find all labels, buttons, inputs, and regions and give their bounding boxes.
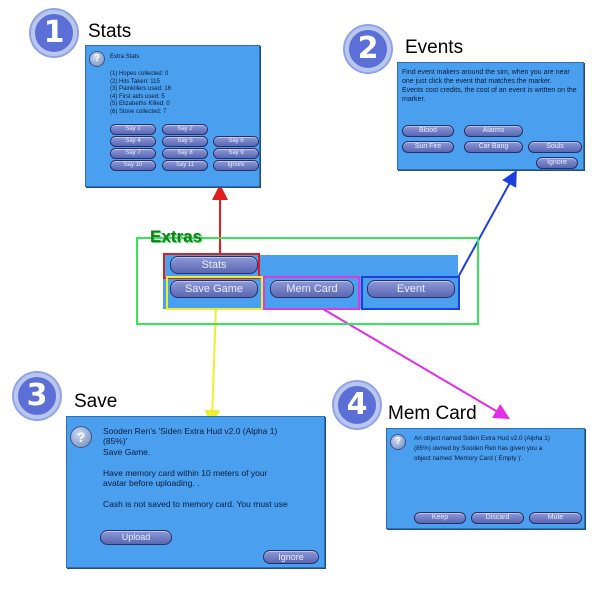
stats-line: (4) First aids used: 5 bbox=[110, 93, 165, 100]
mute-button[interactable]: Mute bbox=[529, 512, 582, 524]
stats-line: (3) Painkillers used: 16 bbox=[110, 86, 172, 93]
save-dialog-text: Sooden Ren's 'Siden Extra Hud v2.0 (Alph… bbox=[103, 426, 288, 509]
souls-button[interactable]: Souls bbox=[528, 141, 582, 153]
step-2-badge: 2 bbox=[345, 26, 391, 72]
step-3-badge: 3 bbox=[14, 373, 60, 419]
event-button[interactable]: Event bbox=[367, 280, 455, 298]
events-ignore-button[interactable]: Ignore bbox=[536, 157, 578, 169]
question-icon: ? bbox=[390, 434, 406, 450]
say-4-button[interactable]: Say 4 bbox=[110, 136, 156, 147]
say-9-button[interactable]: Say 9 bbox=[213, 148, 259, 159]
mem-card-section-title: Mem Card bbox=[388, 403, 477, 424]
step-1-badge: 1 bbox=[31, 10, 77, 56]
say-7-button[interactable]: Say 7 bbox=[110, 148, 156, 159]
say-8-button[interactable]: Say 8 bbox=[162, 148, 208, 159]
discard-button[interactable]: Discard bbox=[471, 512, 524, 524]
mem-card-dialog-text: An object named Siden Extra Hud v2.0 (Al… bbox=[414, 435, 550, 462]
mem-card-button[interactable]: Mem Card bbox=[270, 280, 354, 298]
question-icon: ? bbox=[89, 51, 105, 67]
stats-line: (1) Hopes collected: 0 bbox=[110, 71, 169, 77]
stats-line: (6) Stove collected: 7 bbox=[110, 108, 167, 115]
events-dialog-text: Find event makers around the sim, when y… bbox=[402, 69, 577, 103]
events-dialog: Find event makers around the sim, when y… bbox=[397, 62, 584, 170]
say-10-button[interactable]: Say 10 bbox=[110, 160, 156, 171]
upload-button[interactable]: Upload bbox=[100, 530, 172, 545]
say-2-button[interactable]: Say 2 bbox=[162, 124, 208, 135]
mem-card-highlight-box bbox=[263, 276, 360, 310]
extras-label: Extras bbox=[150, 227, 202, 246]
question-icon: ? bbox=[70, 426, 92, 448]
save-dialog: ? Sooden Ren's 'Siden Extra Hud v2.0 (Al… bbox=[66, 416, 325, 568]
say-6-button[interactable]: Say 6 bbox=[213, 136, 259, 147]
events-section-title: Events bbox=[405, 37, 464, 58]
save-ignore-button[interactable]: Ignore bbox=[263, 550, 319, 564]
car-bang-button[interactable]: Car Bang bbox=[464, 141, 523, 153]
keep-button[interactable]: Keep bbox=[414, 512, 466, 524]
alarms-button[interactable]: Alarms bbox=[464, 125, 523, 137]
stats-button[interactable]: Stats bbox=[170, 256, 258, 274]
stats-ignore-button[interactable]: Ignore bbox=[213, 160, 259, 171]
stats-line: (2) Hits Taken: 115 bbox=[110, 78, 160, 85]
stats-highlight-box bbox=[163, 253, 260, 279]
arrow-to-events bbox=[455, 169, 517, 282]
mem-card-dialog: ? An object named Siden Extra Hud v2.0 (… bbox=[386, 428, 585, 529]
save-game-highlight-box bbox=[166, 276, 263, 310]
save-section-title: Save bbox=[74, 391, 118, 412]
sun-fire-button[interactable]: Sun Fire bbox=[402, 141, 454, 153]
say-11-button[interactable]: Say 11 bbox=[162, 160, 208, 171]
stats-dialog-title: Extra Stats bbox=[110, 54, 140, 60]
step-4-badge: 4 bbox=[334, 382, 380, 428]
say-5-button[interactable]: Say 5 bbox=[162, 136, 208, 147]
say-1-button[interactable]: Say 1 bbox=[110, 124, 156, 135]
extras-frame bbox=[136, 237, 479, 325]
save-game-button[interactable]: Save Game bbox=[170, 280, 258, 298]
stats-dialog: ? Extra Stats (1) Hopes collected: 0 (2)… bbox=[85, 45, 260, 187]
event-highlight-box bbox=[361, 276, 460, 310]
stats-list: (1) Hopes collected: 0 (2) Hits Taken: 1… bbox=[110, 71, 171, 117]
blood-button[interactable]: Blood bbox=[402, 125, 454, 137]
stats-line: (5) Elizabeths Killed: 0 bbox=[110, 101, 170, 108]
stats-section-title: Stats bbox=[88, 21, 132, 42]
